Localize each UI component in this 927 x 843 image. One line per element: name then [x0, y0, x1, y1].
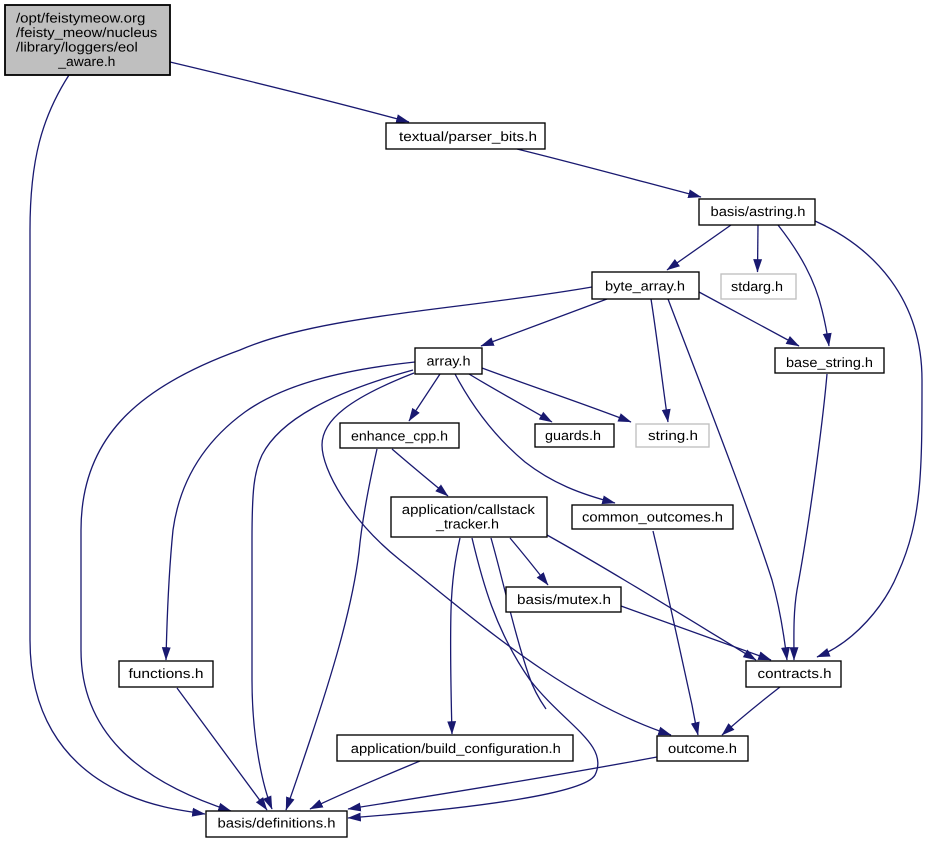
- svg-text:textual/parser_bits.h: textual/parser_bits.h: [399, 129, 537, 144]
- svg-text:application/callstack: application/callstack: [402, 502, 535, 517]
- svg-text:/opt/feistymeow.org: /opt/feistymeow.org: [16, 11, 145, 26]
- svg-text:stdarg.h: stdarg.h: [731, 279, 783, 294]
- svg-text:guards.h: guards.h: [545, 428, 601, 443]
- svg-text:basis/astring.h: basis/astring.h: [711, 204, 806, 219]
- svg-text:base_string.h: base_string.h: [786, 355, 873, 370]
- svg-text:/feisty_meow/nucleus: /feisty_meow/nucleus: [16, 25, 158, 40]
- svg-text:outcome.h: outcome.h: [668, 741, 737, 756]
- svg-text:string.h: string.h: [648, 428, 698, 443]
- svg-text:basis/mutex.h: basis/mutex.h: [517, 592, 611, 607]
- svg-text:enhance_cpp.h: enhance_cpp.h: [351, 428, 448, 443]
- svg-text:functions.h: functions.h: [129, 666, 204, 681]
- svg-text:_aware.h: _aware.h: [57, 54, 115, 69]
- svg-text:contracts.h: contracts.h: [758, 666, 832, 681]
- svg-text:common_outcomes.h: common_outcomes.h: [582, 510, 723, 525]
- svg-text:_tracker.h: _tracker.h: [435, 517, 499, 532]
- svg-text:array.h: array.h: [427, 354, 471, 369]
- svg-text:application/build_configuratio: application/build_configuration.h: [351, 741, 561, 756]
- svg-text:/library/loggers/eol: /library/loggers/eol: [16, 40, 138, 55]
- svg-text:byte_array.h: byte_array.h: [605, 279, 685, 294]
- svg-text:basis/definitions.h: basis/definitions.h: [218, 816, 336, 831]
